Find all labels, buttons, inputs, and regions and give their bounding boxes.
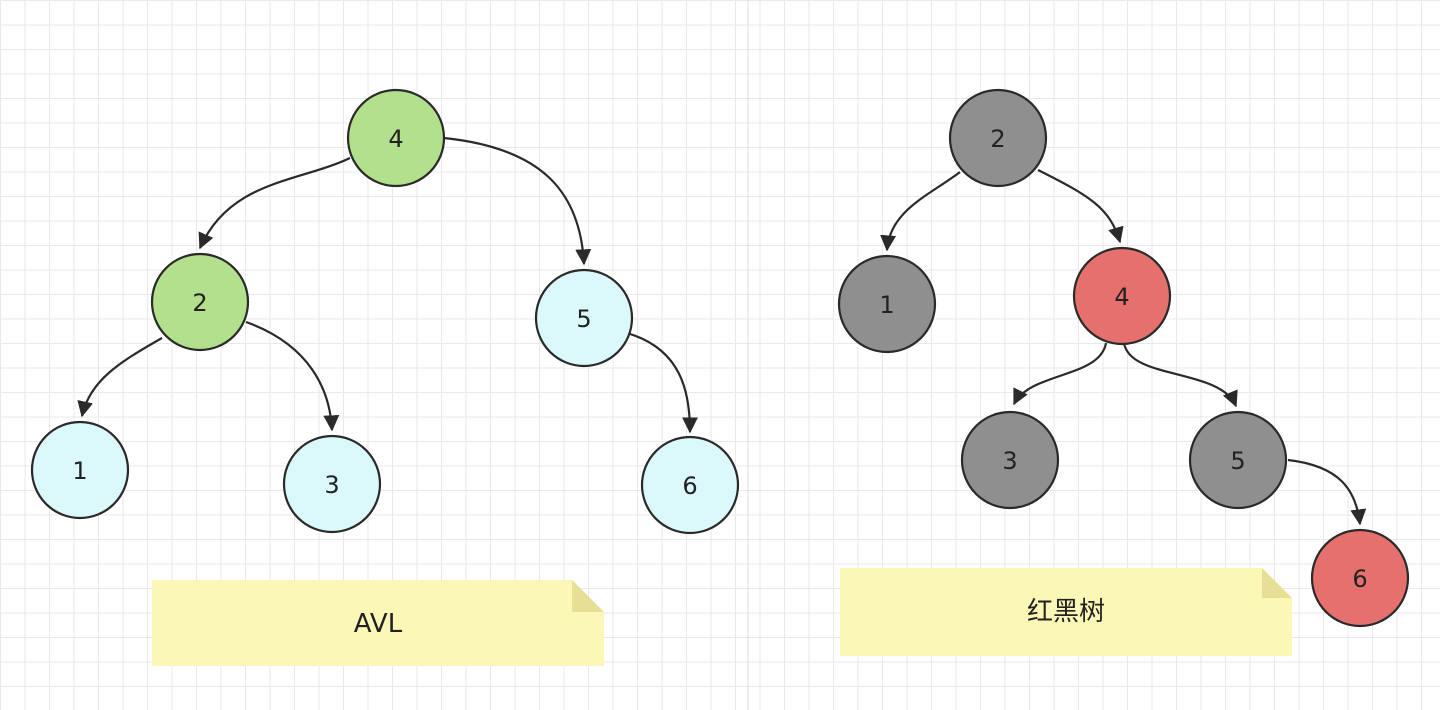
rbtree-edges: [880, 169, 1367, 526]
tree-node-rb-6: 6: [1310, 528, 1410, 628]
node-label: 5: [1230, 447, 1245, 475]
node-rb-4: [1072, 246, 1172, 346]
node-label: 1: [879, 291, 894, 319]
node-label: 4: [388, 125, 403, 153]
avl-note-label: AVL: [354, 609, 403, 639]
note-body: [152, 580, 604, 666]
node-label: 3: [324, 471, 339, 499]
tree-node-rb-5: 5: [1188, 410, 1288, 510]
node-label: 6: [1352, 565, 1367, 593]
node-label: 3: [1002, 447, 1017, 475]
node-rb-3: [960, 410, 1060, 510]
tree-node-avl-1: 1: [30, 420, 130, 520]
rbtree-note: 红黑树: [840, 568, 1292, 656]
tree-node-avl-6: 6: [640, 435, 740, 535]
tree-node-rb-4: 4: [1072, 246, 1172, 346]
tree-node-avl-5: 5: [534, 268, 634, 368]
tree-node-avl-2: 2: [150, 252, 250, 352]
node-avl-1: [30, 420, 130, 520]
tree-node-avl-3: 3: [282, 434, 382, 534]
edge-rb-4-to-rb-5: [1122, 342, 1238, 408]
tree-node-avl-4: 4: [346, 88, 446, 188]
tree-node-rb-1: 1: [837, 254, 937, 354]
node-avl-3: [282, 434, 382, 534]
tree-node-rb-3: 3: [960, 410, 1060, 510]
rbtree-note-label: 红黑树: [1027, 597, 1105, 627]
avl-edges: [77, 136, 698, 434]
node-label: 2: [192, 289, 207, 317]
edge-rb-2-to-rb-4: [1037, 169, 1124, 244]
edge-avl-2-to-avl-1: [77, 337, 163, 418]
node-avl-6: [640, 435, 740, 535]
node-label: 5: [576, 305, 591, 333]
node-rb-5: [1188, 410, 1288, 510]
node-rb-2: [948, 88, 1048, 188]
tree-node-rb-2: 2: [948, 88, 1048, 188]
edge-rb-2-to-rb-1: [880, 171, 961, 252]
avl-note: AVL: [152, 580, 604, 666]
edge-rb-5-to-rb-6: [1287, 458, 1367, 526]
node-label: 1: [72, 457, 87, 485]
edge-rb-4-to-rb-3: [1013, 342, 1108, 406]
node-rb-6: [1310, 528, 1410, 628]
node-label: 6: [682, 472, 697, 500]
node-rb-1: [837, 254, 937, 354]
node-avl-5: [534, 268, 634, 368]
note-fold: [572, 580, 604, 612]
node-avl-4: [346, 88, 446, 188]
rbtree-nodes: 2 1 4 3 5 6: [837, 88, 1410, 628]
node-label: 2: [990, 125, 1005, 153]
avl-nodes: 4 2 5 1 3 6: [30, 88, 740, 535]
edge-avl-4-to-avl-5: [443, 136, 592, 266]
edge-avl-2-to-avl-3: [245, 320, 340, 432]
node-label: 4: [1114, 283, 1129, 311]
note-fold: [1262, 568, 1292, 598]
edge-avl-4-to-avl-2: [198, 157, 351, 250]
edge-avl-5-to-avl-6: [629, 332, 698, 434]
node-avl-2: [150, 252, 250, 352]
note-body: [840, 568, 1292, 656]
